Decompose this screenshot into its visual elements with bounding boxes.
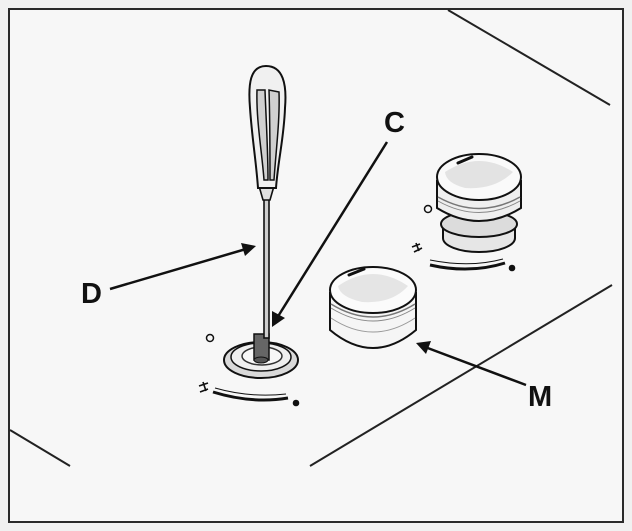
diagram-frame	[8, 8, 624, 523]
callout-arrows	[109, 141, 527, 387]
callout-m-label: M	[528, 381, 552, 413]
panel-edges	[9, 9, 613, 467]
flame-symbol-icon	[198, 381, 300, 407]
screwdriver-icon	[248, 64, 287, 339]
flame-symbol-icon	[411, 242, 516, 272]
callout-d-label: D	[81, 278, 102, 310]
callout-c-label: C	[384, 107, 405, 139]
control-knob-m	[329, 266, 417, 349]
back-control-knob	[423, 153, 522, 253]
valve-stem-opening	[205, 333, 299, 379]
